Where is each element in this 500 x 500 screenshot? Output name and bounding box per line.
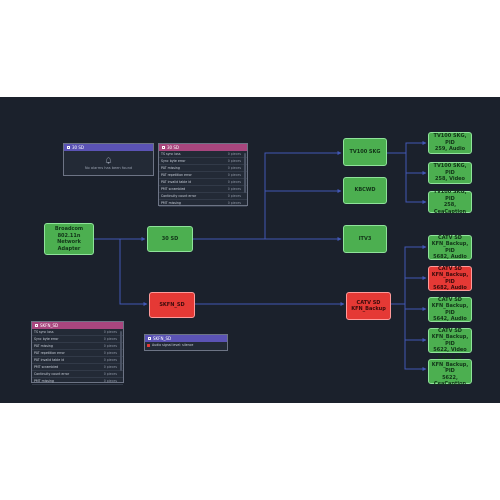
edge-catv-audio3 (404, 304, 427, 311)
node-catv-audio-3[interactable]: CATV SD KFN_Backup, PID 5642, Audio (428, 297, 472, 322)
errors-panel-30-sd-header: 30 SD (159, 144, 247, 151)
errors-panel-skfn-sd-title: SKFN_SD (40, 323, 59, 328)
alarm-text: Audio signal level: silence (152, 343, 194, 347)
node-broadcom-adapter[interactable]: Broadcom 802.11n Network Adapter (44, 223, 94, 255)
alarms-panel-skfn-sd-title: SKFN_SD (153, 336, 172, 341)
alarms-panel-skfn-sd[interactable]: SKFN_SD Audio signal level: silence (144, 334, 228, 351)
node-catv-audio-1[interactable]: CATV SD KFN_Backup, PID 5682, Audio (428, 235, 472, 260)
alarms-panel-30-sd-header: 30 SD (64, 144, 153, 151)
edge-catv-caption (404, 340, 427, 371)
panel-type-icon (162, 146, 165, 149)
node-tv100-skg[interactable]: TV100 SKG (343, 138, 387, 166)
edge-tv100-caption (405, 173, 427, 204)
scrollbar[interactable] (120, 331, 122, 371)
panel-type-icon (148, 337, 151, 340)
edge-tv100-video (405, 153, 427, 175)
panel-type-icon (35, 324, 38, 327)
node-kbcwd[interactable]: KBCWD (343, 177, 387, 204)
alarm-severity-icon (147, 343, 150, 347)
edge-30sd-tv100 (193, 151, 342, 240)
edge-layer (94, 141, 427, 371)
node-tv100-audio[interactable]: TV100 SKG, PID 259, Audio (428, 132, 472, 154)
panel-type-icon (67, 146, 70, 149)
node-tv100-caption[interactable]: TV100 SKG, PID 258, CeaCaption (428, 189, 472, 215)
topology-canvas[interactable]: Broadcom 802.11n Network Adapter 30 SD S… (0, 97, 500, 403)
node-itv3[interactable]: ITV3 (343, 225, 387, 253)
node-tv100-video[interactable]: TV100 SKG, PID 258, Video (428, 162, 472, 184)
alarm-row[interactable]: Audio signal level: silence (145, 342, 227, 348)
node-catv-caption[interactable]: CATV SD KFN_Backup, PID 5622, CeaCaption (428, 355, 472, 387)
bell-icon (105, 156, 112, 164)
no-alarms-text: No alarms has been found (84, 165, 133, 170)
node-catv-video[interactable]: CATV SD KFN_Backup, PID 5622, Video (428, 328, 472, 353)
edge-catv-audio2 (404, 247, 427, 280)
errors-panel-skfn-sd-header: SKFN_SD (32, 322, 123, 329)
node-30-sd[interactable]: 30 SD (147, 226, 193, 252)
edge-catv-audio1 (391, 245, 427, 305)
alarms-panel-30-sd-title: 30 SD (72, 145, 84, 150)
edge-tv100-audio (387, 141, 427, 154)
alarms-panel-30-sd[interactable]: 30 SD No alarms has been found (63, 143, 154, 176)
alarms-panel-skfn-sd-header: SKFN_SD (145, 335, 227, 342)
node-catv-sd-kfn-backup[interactable]: CATV SD KFN_Backup (346, 292, 391, 320)
edge-broadcom-skfn (119, 239, 148, 306)
scrollbar[interactable] (244, 153, 246, 193)
alarms-panel-30-sd-body: No alarms has been found (64, 151, 153, 175)
node-catv-audio-2[interactable]: CATV SD KFN_Backup, PID 5682, Audio (428, 266, 472, 291)
node-skfn-sd[interactable]: SKFN_SD (149, 292, 195, 318)
errors-panel-30-sd-title: 30 SD (167, 145, 179, 150)
edge-catv-video (404, 309, 427, 342)
